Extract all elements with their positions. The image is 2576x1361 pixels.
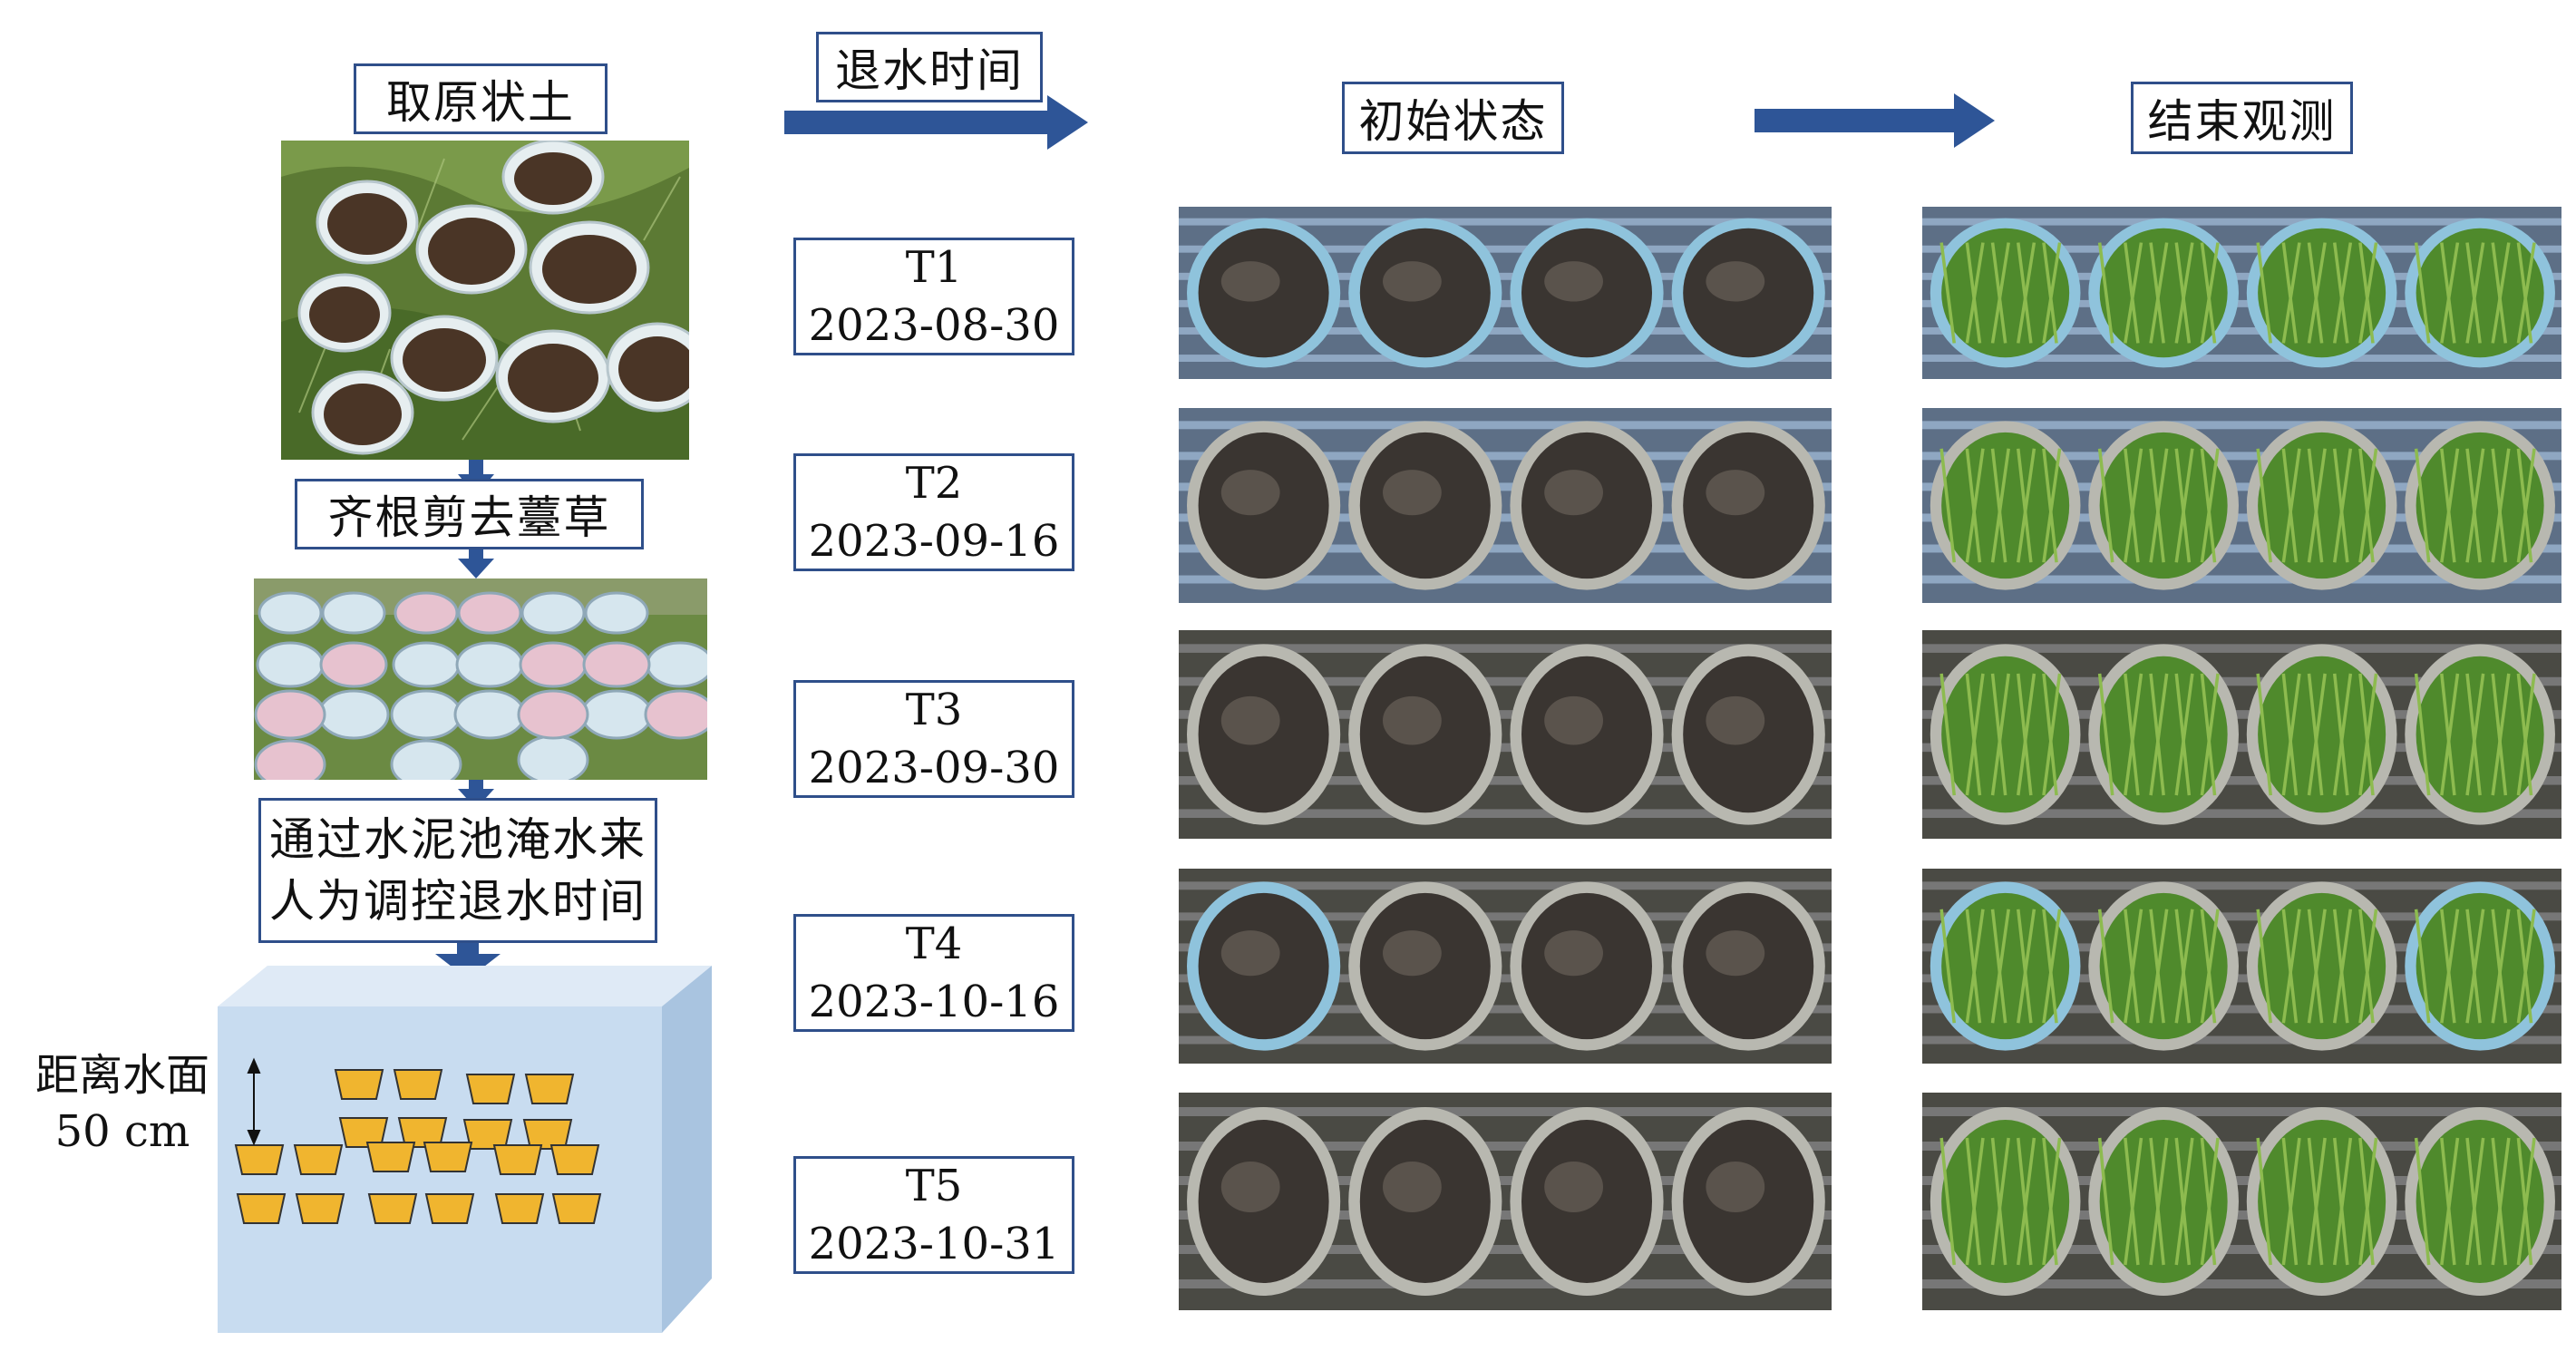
depth-indicator-arrow [247,1057,261,1146]
photo-graphic [1179,408,1832,603]
header-arrow-right-1 [784,95,1088,150]
photo-t3-end [1922,630,2561,839]
step-take-soil-box: 取原状土 [354,63,608,134]
bucket-row-1 [334,1069,575,1104]
photo-t2-initial [1179,408,1832,603]
flood-tank-diagram [218,966,712,1333]
treatment-id: T5 [905,1161,963,1211]
header-initial-label: 初始状态 [1358,95,1548,148]
photo-t5-end [1922,1093,2561,1310]
header-drain-time-box: 退水时间 [816,32,1043,102]
photo-t4-end [1922,869,2561,1064]
photo-t4-initial [1179,869,1832,1064]
arrow-down-2 [458,549,494,578]
treatment-box-t3: T3 2023-09-30 [793,680,1074,798]
photo-t5-initial [1179,1093,1832,1310]
photo-graphic [1922,869,2561,1064]
header-arrow-right-2 [1755,93,1995,148]
photo-graphic [1922,1093,2561,1310]
step-take-soil-label: 取原状土 [386,76,575,129]
step-cut-sedge-label: 齐根剪去薹草 [327,491,611,544]
bucket-row-3 [234,1142,600,1175]
treatment-date: 2023-08-30 [808,300,1060,351]
bucket-row-4 [236,1193,602,1224]
treatment-date: 2023-09-30 [808,743,1060,793]
photo-graphic [1179,869,1832,1064]
photo-t3-initial [1179,630,1832,839]
treatment-date: 2023-09-16 [808,516,1060,567]
treatment-box-t2: T2 2023-09-16 [793,453,1074,571]
photo-buckets-field [254,578,707,780]
treatment-id: T4 [905,919,963,969]
photo-t1-initial [1179,207,1832,379]
photo-graphic [1922,630,2561,839]
photo-buckets-field-graphic [254,578,707,780]
treatment-id: T2 [905,458,963,509]
step-cut-sedge-box: 齐根剪去薹草 [295,479,644,549]
photo-graphic [1179,630,1832,839]
treatment-box-t4: T4 2023-10-16 [793,914,1074,1032]
distance-label-line1: 距离水面 [34,1050,209,1101]
photo-graphic [1179,1093,1832,1310]
photo-graphic [1922,207,2561,379]
treatment-date: 2023-10-31 [808,1219,1060,1269]
tank-buckets [234,1069,602,1224]
header-initial-box: 初始状态 [1342,82,1564,154]
photo-collect-soil [281,141,689,460]
step-flood-control-box: 通过水泥池淹水来 人为调控退水时间 [258,798,657,943]
header-end-label: 结束观测 [2147,95,2337,148]
tank-top-face [218,966,712,1006]
step-flood-control-line2: 人为调控退水时间 [269,875,646,928]
header-drain-time-label: 退水时间 [835,44,1024,97]
treatment-box-t5: T5 2023-10-31 [793,1156,1074,1274]
treatment-id: T1 [905,242,963,293]
photo-t2-end [1922,408,2561,603]
bucket-row-2 [338,1117,573,1150]
treatment-id: T3 [905,685,963,735]
distance-label-line2: 50 cm [54,1106,190,1157]
photo-collect-soil-graphic [281,141,689,460]
header-end-box: 结束观测 [2131,82,2353,154]
photo-graphic [1922,408,2561,603]
step-flood-control-line1: 通过水泥池淹水来 [269,813,646,866]
tank-side-face [662,966,712,1333]
photo-graphic [1179,207,1832,379]
distance-label: 距离水面 50 cm [18,1047,227,1160]
treatment-box-t1: T1 2023-08-30 [793,238,1074,355]
photo-t1-end [1922,207,2561,379]
treatment-date: 2023-10-16 [808,977,1060,1027]
